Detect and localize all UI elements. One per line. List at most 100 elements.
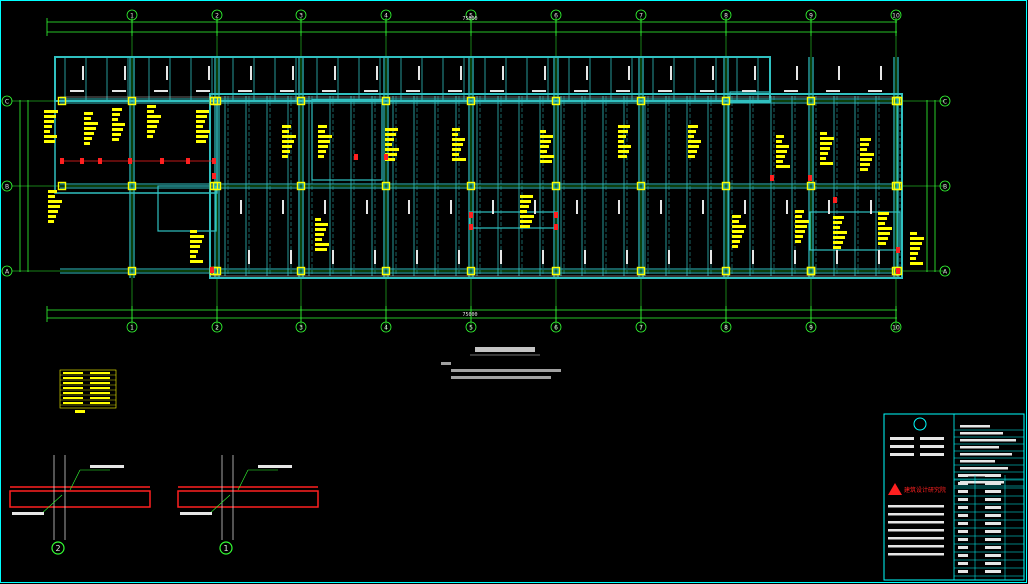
beam-tag <box>332 250 334 264</box>
axis-bubble <box>1 265 13 277</box>
title-text-mark <box>958 482 968 485</box>
beam-tag <box>880 66 882 80</box>
room-box <box>311 99 383 181</box>
rebar-annotation <box>688 140 701 143</box>
detail-leader <box>237 469 249 491</box>
axis-label: 9 <box>809 325 813 332</box>
rebar-annotation <box>318 150 326 153</box>
rebar-annotation <box>147 110 154 113</box>
rebar-annotation <box>833 241 843 244</box>
beam-tag <box>418 66 420 80</box>
rebar-annotation <box>112 118 118 121</box>
column <box>296 96 306 106</box>
axis-label: 4 <box>384 13 388 20</box>
rebar-annotation <box>618 140 624 143</box>
schedule-cell <box>90 387 110 389</box>
column <box>806 181 816 191</box>
title-text-mark <box>960 446 999 449</box>
rebar-annotation <box>520 215 534 218</box>
title-text-mark <box>890 453 914 456</box>
detail-bubble-label: 1 <box>223 544 228 553</box>
column <box>721 181 731 191</box>
title-text-mark <box>958 538 968 541</box>
axis-bubble <box>295 321 307 333</box>
beam-tag <box>628 66 630 80</box>
title-text-mark <box>985 474 1001 477</box>
rebar-annotation <box>112 113 120 116</box>
rebar-annotation <box>282 150 290 153</box>
rebar-annotation <box>385 133 396 136</box>
column <box>209 96 219 106</box>
rebar-annotation <box>452 138 465 141</box>
rebar-annotation <box>540 145 549 148</box>
axis-grid-lines <box>12 18 945 330</box>
detail-bubble-label: 2 <box>55 544 60 553</box>
rebar-annotation <box>147 125 157 128</box>
title-text-mark <box>985 482 1001 485</box>
rebar-annotation <box>84 112 93 115</box>
rebar-annotation <box>190 260 203 263</box>
title-text-mark <box>985 514 1001 517</box>
axis-bubble <box>1 180 13 192</box>
rebar-annotation <box>385 158 395 161</box>
beam-tag <box>744 200 746 214</box>
column <box>209 181 219 191</box>
rebar-annotation <box>910 247 920 250</box>
schedule-cell <box>63 397 83 399</box>
rebar-annotation <box>732 245 738 248</box>
rebar-annotation <box>385 148 399 151</box>
rebar-annotation <box>833 236 845 239</box>
red-marker <box>210 267 214 273</box>
column <box>893 181 903 191</box>
rebar-annotation <box>910 242 922 245</box>
beam-tag <box>752 250 754 264</box>
rebar-annotation <box>795 240 801 243</box>
rebar-annotation <box>732 235 742 238</box>
rebar-annotation <box>820 142 832 145</box>
schedule-cell <box>90 402 110 404</box>
rebar-annotation <box>820 162 833 165</box>
axis-label: 8 <box>724 325 728 332</box>
beam-tag <box>784 90 798 92</box>
rebar-annotation <box>318 145 328 148</box>
rebar-annotation <box>520 205 529 208</box>
column <box>721 266 731 276</box>
rebar-annotation <box>282 155 288 158</box>
rebar-annotation <box>860 143 869 146</box>
title-text-mark <box>985 562 1001 565</box>
axis-label: 3 <box>299 13 303 20</box>
rebar-annotation <box>452 153 459 156</box>
axis-bubble <box>465 9 477 21</box>
rebar-annotation <box>48 215 56 218</box>
column <box>57 181 67 191</box>
axis-bubble <box>380 321 392 333</box>
beam-tag <box>292 66 294 80</box>
rebar-annotation <box>196 120 205 123</box>
beam-tag <box>366 200 368 214</box>
axis-label: 6 <box>554 325 558 332</box>
rebar-annotation <box>147 115 161 118</box>
title-text-mark <box>958 570 968 573</box>
title-text-mark <box>958 490 968 493</box>
title-text-mark <box>958 562 968 565</box>
rebar-annotation <box>147 135 153 138</box>
beam-tag <box>238 90 252 92</box>
title-text-mark <box>985 538 1001 541</box>
axis-bubble <box>465 321 477 333</box>
rebar-annotation <box>833 221 842 224</box>
beam-tag <box>458 250 460 264</box>
rebar-annotation <box>196 135 208 138</box>
axis-bubble <box>805 9 817 21</box>
rebar-annotation <box>860 153 874 156</box>
schedule-cell <box>63 377 83 379</box>
axis-bubble <box>211 9 223 21</box>
red-marker <box>833 197 837 203</box>
title-text-mark <box>958 522 968 525</box>
rebar-annotation <box>196 125 203 128</box>
overall-dimension-bottom: 75000 <box>462 312 477 318</box>
column <box>127 181 137 191</box>
column <box>636 181 646 191</box>
column <box>721 96 731 106</box>
